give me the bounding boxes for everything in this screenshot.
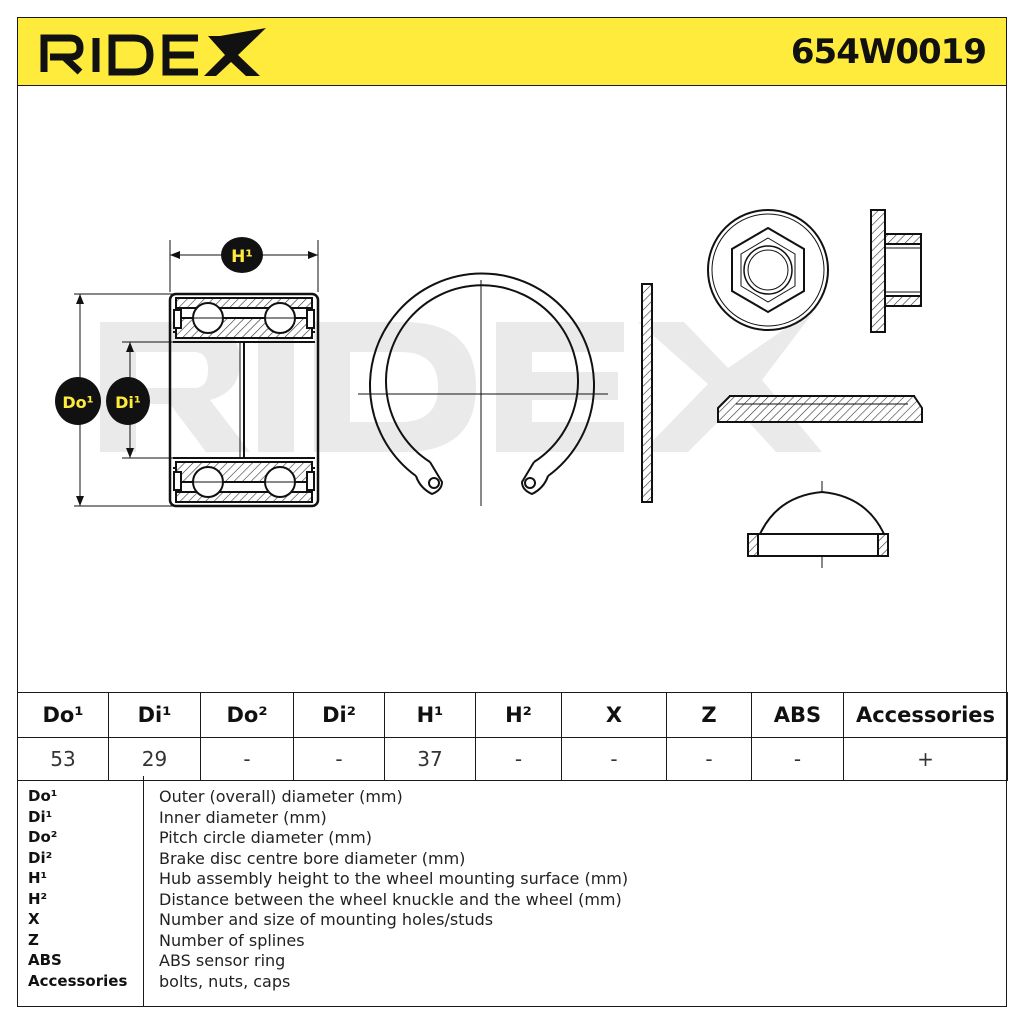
legend-row: Do² Pitch circle diameter (mm) [18,828,1008,849]
legend-key: H¹ [28,869,48,887]
header-bar: 654W0019 [17,17,1007,86]
legend-key: Accessories [28,971,128,990]
legend-box: Do¹ Outer (overall) diameter (mm) Di¹ In… [17,776,1007,1007]
header-h2: H² [475,692,562,738]
flange-nut-side-view [870,209,922,333]
legend-key: Z [28,930,39,949]
value-h2: - [475,737,562,781]
dimension-badge-h1: H¹ [221,237,263,273]
header-do1: Do¹ [17,692,109,738]
legend-key: Di¹ [28,807,53,826]
technical-drawing: H¹ Do¹ Di¹ [55,209,923,568]
legend-row: Di² Brake disc centre bore diameter (mm) [18,849,1008,870]
legend-key: Di² [28,848,53,867]
legend-divider [143,776,144,1006]
hex-nut-front-view [707,209,829,331]
ridex-logo [40,28,266,76]
value-abs: - [751,737,844,781]
dust-cap-side-view [717,395,923,423]
label-do1: Do¹ [62,393,93,412]
spec-value-row: 53 29 - - 37 - - - - + [17,737,1008,781]
header-di1: Di¹ [108,692,201,738]
spec-table: Do¹ Di¹ Do² Di² H¹ H² X Z ABS Accessorie… [17,692,1008,781]
value-z: - [666,737,752,781]
value-di1: 29 [108,737,201,781]
label-h1: H¹ [231,247,253,267]
legend-key: Do¹ [28,787,58,805]
value-do2: - [200,737,294,781]
spec-header-row: Do¹ Di¹ Do² Di² H¹ H² X Z ABS Accessorie… [17,692,1008,738]
legend-desc: Outer (overall) diameter (mm) [159,787,403,806]
legend-key: H² [28,889,48,908]
value-accessories: + [843,737,1008,781]
dimension-badge-di1: Di¹ [106,377,150,425]
legend-row: H¹ Hub assembly height to the wheel moun… [18,869,1008,890]
ridex-watermark [100,306,822,452]
header-z: Z [666,692,752,738]
header-di2: Di² [293,692,385,738]
legend-row: ABS ABS sensor ring [18,951,1008,972]
legend-desc: bolts, nuts, caps [159,971,291,991]
circlip-drawing [358,272,608,506]
legend-row: X Number and size of mounting holes/stud… [18,910,1008,931]
header-abs: ABS [751,692,844,738]
header-x: X [561,692,667,738]
legend-key: X [28,910,40,928]
legend-desc: Pitch circle diameter (mm) [159,828,372,847]
dome-cap-drawing [747,481,889,568]
legend-desc: Number of splines [159,930,305,950]
legend-desc: Distance between the wheel knuckle and t… [159,889,622,909]
legend-row: H² Distance between the wheel knuckle an… [18,890,1008,911]
washer-side-view [641,283,653,503]
legend-row: Z Number of splines [18,931,1008,952]
bearing-section [74,240,320,508]
value-x: - [561,737,667,781]
legend-row: Accessories bolts, nuts, caps [18,972,1008,993]
legend-desc: ABS sensor ring [159,951,286,970]
value-do1: 53 [17,737,109,781]
label-di1: Di¹ [115,393,141,412]
legend-key: ABS [28,951,62,969]
dimension-badge-do1: Do¹ [55,377,101,425]
legend-key: Do² [28,828,58,846]
header-h1: H¹ [384,692,476,738]
legend-desc: Brake disc centre bore diameter (mm) [159,848,466,868]
legend-desc: Inner diameter (mm) [159,807,327,827]
legend-desc: Number and size of mounting holes/studs [159,910,494,929]
value-di2: - [293,737,385,781]
legend-row: Di¹ Inner diameter (mm) [18,808,1008,829]
legend-desc: Hub assembly height to the wheel mountin… [159,869,629,888]
legend-row: Do¹ Outer (overall) diameter (mm) [18,787,1008,808]
header-do2: Do² [200,692,294,738]
header-accessories: Accessories [843,692,1008,738]
part-number: 654W0019 [790,32,987,72]
value-h1: 37 [384,737,476,781]
